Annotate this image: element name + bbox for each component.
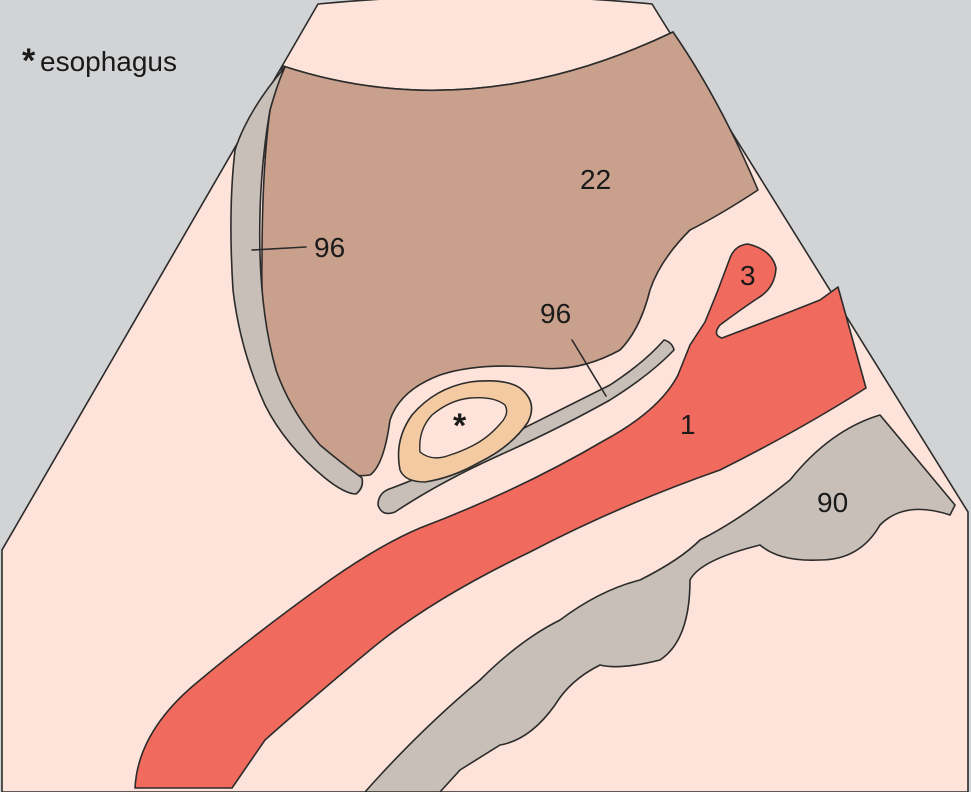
esophagus-marker: * [453,407,467,445]
crus-center-label: 96 [540,298,571,329]
leader-line-crus-center [571,339,607,397]
aorta-label: 1 [680,409,696,440]
celiac-label: 3 [740,260,756,291]
liver-label: 22 [580,164,611,195]
aorta [134,243,867,789]
leader-line-crus-left [251,246,307,251]
legend-symbol: * [22,42,36,80]
legend-text: esophagus [40,46,177,77]
vertebra-region [364,414,956,792]
crus-left-label: 96 [314,232,345,263]
vertebra-label: 90 [817,487,848,518]
esophagus-lumen [419,396,508,459]
crus-left [230,66,364,495]
